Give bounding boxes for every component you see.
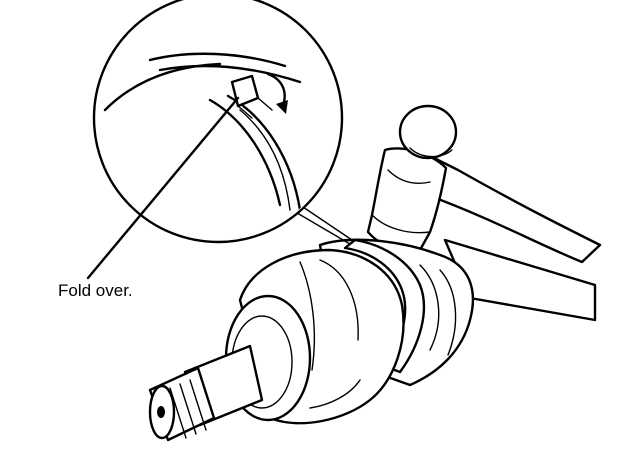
fold-over-label: Fold over. [58,281,133,300]
cv-joint [148,238,597,442]
hammer-handle [428,154,602,264]
magnify-leader [291,204,353,245]
hammer-peen [398,104,458,160]
callout-leader [86,96,240,280]
hammer [366,104,602,264]
hammer-head [366,147,448,253]
